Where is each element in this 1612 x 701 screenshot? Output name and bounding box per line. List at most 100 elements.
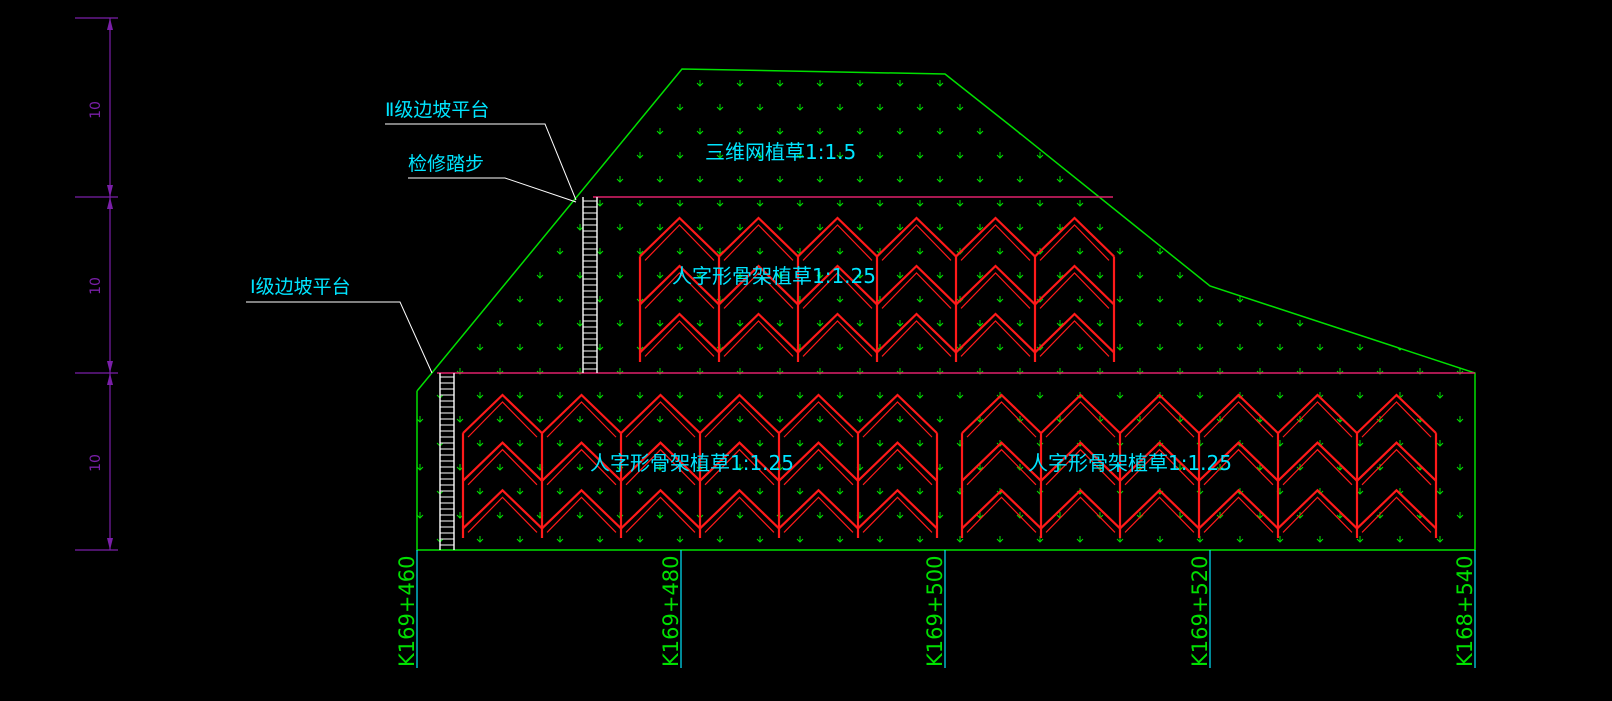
- grass-mark: [1416, 176, 1424, 183]
- grass-mark: [916, 536, 924, 543]
- grass-mark: [936, 320, 944, 327]
- grass-mark: [776, 416, 784, 423]
- grass-mark: [736, 224, 744, 231]
- grass-mark: [696, 128, 704, 135]
- grass-mark: [1316, 536, 1324, 543]
- grass-mark: [1136, 272, 1144, 279]
- grass-mark: [756, 344, 764, 351]
- grass-mark: [1196, 248, 1204, 255]
- grass-mark: [836, 248, 844, 255]
- grass-mark: [676, 392, 684, 399]
- grass-mark: [916, 152, 924, 159]
- grass-mark: [816, 176, 824, 183]
- grass-mark: [596, 296, 604, 303]
- dimension-label-top: 10: [88, 101, 104, 119]
- grass-mark: [776, 176, 784, 183]
- grass-mark: [1456, 272, 1464, 279]
- grass-mark: [836, 440, 844, 447]
- grass-mark: [796, 488, 804, 495]
- grass-mark: [1216, 80, 1224, 87]
- grass-mark: [1456, 464, 1464, 471]
- grass-mark: [676, 200, 684, 207]
- grass-mark: [1356, 296, 1364, 303]
- grass-mark: [1376, 224, 1384, 231]
- grass-mark: [516, 200, 524, 207]
- grass-mark: [1436, 248, 1444, 255]
- grass-mark: [1296, 272, 1304, 279]
- grass-mark: [1256, 224, 1264, 231]
- grass-mark: [616, 320, 624, 327]
- grass-mark: [676, 104, 684, 111]
- grass-mark: [1156, 296, 1164, 303]
- grass-mark: [456, 128, 464, 135]
- platform-1-label: Ⅰ级边坡平台: [250, 276, 351, 298]
- grass-mark: [1316, 296, 1324, 303]
- grass-mark: [476, 488, 484, 495]
- grass-mark: [456, 80, 464, 87]
- grass-mark: [1036, 392, 1044, 399]
- grass-mark: [1016, 512, 1024, 519]
- grass-mark: [1056, 128, 1064, 135]
- grass-mark: [856, 80, 864, 87]
- grass-mark: [876, 536, 884, 543]
- grass-mark: [596, 488, 604, 495]
- grass-mark: [1456, 224, 1464, 231]
- grass-mark: [596, 440, 604, 447]
- grass-mark: [436, 248, 444, 255]
- grass-mark: [1176, 80, 1184, 87]
- grass-mark: [1376, 320, 1384, 327]
- grass-mark: [1456, 128, 1464, 135]
- grass-mark: [696, 80, 704, 87]
- grass-mark: [976, 272, 984, 279]
- grass-mark: [976, 176, 984, 183]
- grass-mark: [1356, 200, 1364, 207]
- grass-mark: [1056, 272, 1064, 279]
- grass-mark: [756, 200, 764, 207]
- grass-mark: [1156, 104, 1164, 111]
- grass-mark: [896, 128, 904, 135]
- grass-mark: [516, 248, 524, 255]
- grass-mark: [1076, 200, 1084, 207]
- grass-mark: [796, 440, 804, 447]
- grass-mark: [516, 104, 524, 111]
- grass-mark: [1396, 536, 1404, 543]
- grass-mark: [1436, 536, 1444, 543]
- grass-mark: [1116, 392, 1124, 399]
- grass-mark: [736, 512, 744, 519]
- grass-mark: [596, 152, 604, 159]
- grass-mark: [736, 416, 744, 423]
- grass-mark: [636, 536, 644, 543]
- grass-mark: [1176, 272, 1184, 279]
- station-label-540: K168+540: [1453, 555, 1477, 667]
- grass-mark: [756, 536, 764, 543]
- grass-mark: [556, 344, 564, 351]
- grass-mark: [496, 224, 504, 231]
- grass-mark: [816, 512, 824, 519]
- grass-mark: [1076, 536, 1084, 543]
- grass-mark: [1276, 200, 1284, 207]
- grass-mark: [836, 536, 844, 543]
- grass-mark: [1116, 344, 1124, 351]
- grass-mark: [1316, 200, 1324, 207]
- grass-mark: [656, 320, 664, 327]
- dimension-label-middle: 10: [88, 277, 104, 295]
- grass-mark: [736, 80, 744, 87]
- grass-mark: [736, 272, 744, 279]
- grass-mark: [996, 344, 1004, 351]
- grass-mark: [1296, 176, 1304, 183]
- grass-mark: [1236, 344, 1244, 351]
- grass-mark: [916, 104, 924, 111]
- grass-mark: [1036, 200, 1044, 207]
- station-label-500: K169+500: [923, 555, 947, 667]
- grass-mark: [756, 104, 764, 111]
- grass-mark: [776, 272, 784, 279]
- grass-mark: [1336, 320, 1344, 327]
- grass-mark: [1456, 80, 1464, 87]
- grass-mark: [996, 536, 1004, 543]
- grass-mark: [516, 536, 524, 543]
- grass-mark: [1436, 440, 1444, 447]
- grass-mark: [496, 320, 504, 327]
- station-label-480: K169+480: [659, 555, 683, 667]
- grass-mark: [956, 104, 964, 111]
- grass-mark: [516, 296, 524, 303]
